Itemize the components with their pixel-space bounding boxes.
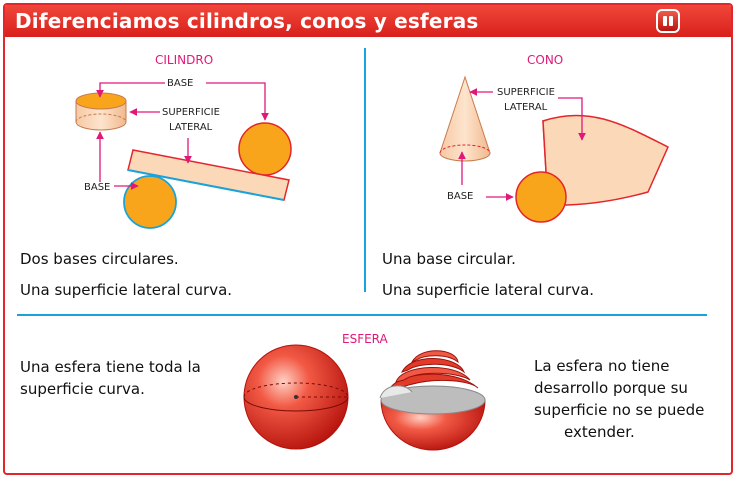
cone-surface-label-1: SUPERFICIE [497,87,555,98]
cylinder-top-base-circle [238,122,292,176]
sphere-peel [379,350,486,451]
cylinder-base-top-label: BASE [167,78,194,89]
cone-line-1: Una base circular. [382,250,516,268]
sphere-right-line-3: superficie no se puede [534,401,705,419]
sphere-right-line-1: La esfera no tiene [534,357,670,375]
cylinder-line-2: Una superficie lateral curva. [20,281,233,299]
cone-arrows [458,88,586,201]
pause-icon [663,16,667,26]
sphere-right-line-2: desarrollo porque su [534,379,688,397]
sphere-right-line-4: extender. [564,423,635,441]
sphere-left-line-2: superficie curva. [20,380,145,398]
cone-base-label: BASE [447,191,474,202]
horizontal-divider [17,314,707,316]
cylinder-line-1: Dos bases circulares. [20,250,179,268]
cylinder-arrows [96,82,269,190]
sphere-solid [243,344,349,450]
cone-figure [439,75,491,162]
cone-title: CONO [527,53,564,67]
cylinder-bottom-base-circle [123,175,177,229]
cylinder-figure [75,92,127,131]
header-bar: Diferenciamos cilindros, conos y esferas [5,5,731,37]
cylinder-surface-label-2: LATERAL [169,122,213,133]
cone-line-2: Una superficie lateral curva. [382,281,595,299]
cylinder-base-bottom-label: BASE [84,182,111,193]
cylinder-title: CILINDRO [155,53,214,67]
worksheet-frame: Diferenciamos cilindros, conos y esferas [3,3,733,475]
sphere-title: ESFERA [342,332,388,346]
cylinder-surface-label-1: SUPERFICIE [162,107,220,118]
sphere-left-text: Una esfera tiene toda la superficie curv… [20,356,201,400]
cone-base-circle [515,171,567,223]
vertical-divider [364,48,366,292]
page-title: Diferenciamos cilindros, conos y esferas [15,9,479,33]
pause-icon-bar [669,16,673,26]
pause-button[interactable] [656,9,680,33]
sphere-right-text: La esfera no tiene desarrollo porque su … [534,355,704,443]
cone-surface-label-2: LATERAL [504,102,548,113]
sphere-left-line-1: Una esfera tiene toda la [20,358,201,376]
